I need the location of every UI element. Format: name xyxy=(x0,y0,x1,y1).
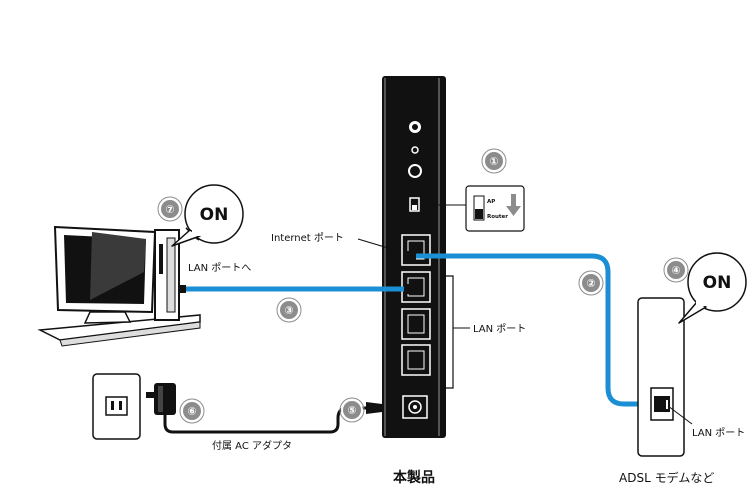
svg-text:⑥: ⑥ xyxy=(187,405,196,418)
wan-cable-modem xyxy=(404,251,660,407)
step-4-badge: ④ xyxy=(663,257,689,283)
wall-outlet-icon xyxy=(92,373,141,440)
modem-on-label: ON xyxy=(703,273,732,293)
modem-on-bubble: ON xyxy=(678,252,747,324)
modem-device xyxy=(637,297,685,457)
svg-text:⑤: ⑤ xyxy=(347,404,356,417)
step-5-badge: ⑤ xyxy=(339,397,365,423)
internet-port-label: Internet ポート xyxy=(271,232,344,244)
step-1-badge: ① xyxy=(481,148,507,174)
lan-port-3 xyxy=(401,344,431,376)
product-label: 本製品 xyxy=(393,469,435,486)
mode-switch-callout: AP Router xyxy=(421,185,525,232)
step-7-badge: ⑦ xyxy=(157,196,183,222)
svg-text:④: ④ xyxy=(671,264,680,277)
pc-on-bubble: ON xyxy=(171,184,244,247)
lan-cable-pc xyxy=(180,284,416,294)
lan-port-to-pc-label: LAN ポートへ xyxy=(188,262,251,274)
svg-text:③: ③ xyxy=(284,304,293,317)
lan-port-router-label: LAN ポート xyxy=(473,323,526,335)
svg-text:AP: AP xyxy=(487,199,495,205)
svg-text:②: ② xyxy=(586,277,595,290)
svg-text:Router: Router xyxy=(487,214,508,220)
lan-port-2 xyxy=(401,308,431,340)
step-3-badge: ③ xyxy=(276,297,302,323)
ac-adapter-icon xyxy=(146,383,176,415)
pc-on-label: ON xyxy=(200,205,229,225)
ac-adapter-cable xyxy=(163,402,382,434)
svg-text:①: ① xyxy=(489,155,498,168)
step-6-badge: ⑥ xyxy=(179,398,205,424)
modem-label: ADSL モデムなど xyxy=(619,470,714,485)
svg-text:⑦: ⑦ xyxy=(165,203,174,216)
computer-icon xyxy=(37,225,201,347)
ac-adapter-label: 付属 AC アダプタ xyxy=(212,439,292,452)
step-2-badge: ② xyxy=(578,270,604,296)
power-jack xyxy=(402,395,428,419)
lan-port-modem-label: LAN ポート xyxy=(692,427,745,439)
